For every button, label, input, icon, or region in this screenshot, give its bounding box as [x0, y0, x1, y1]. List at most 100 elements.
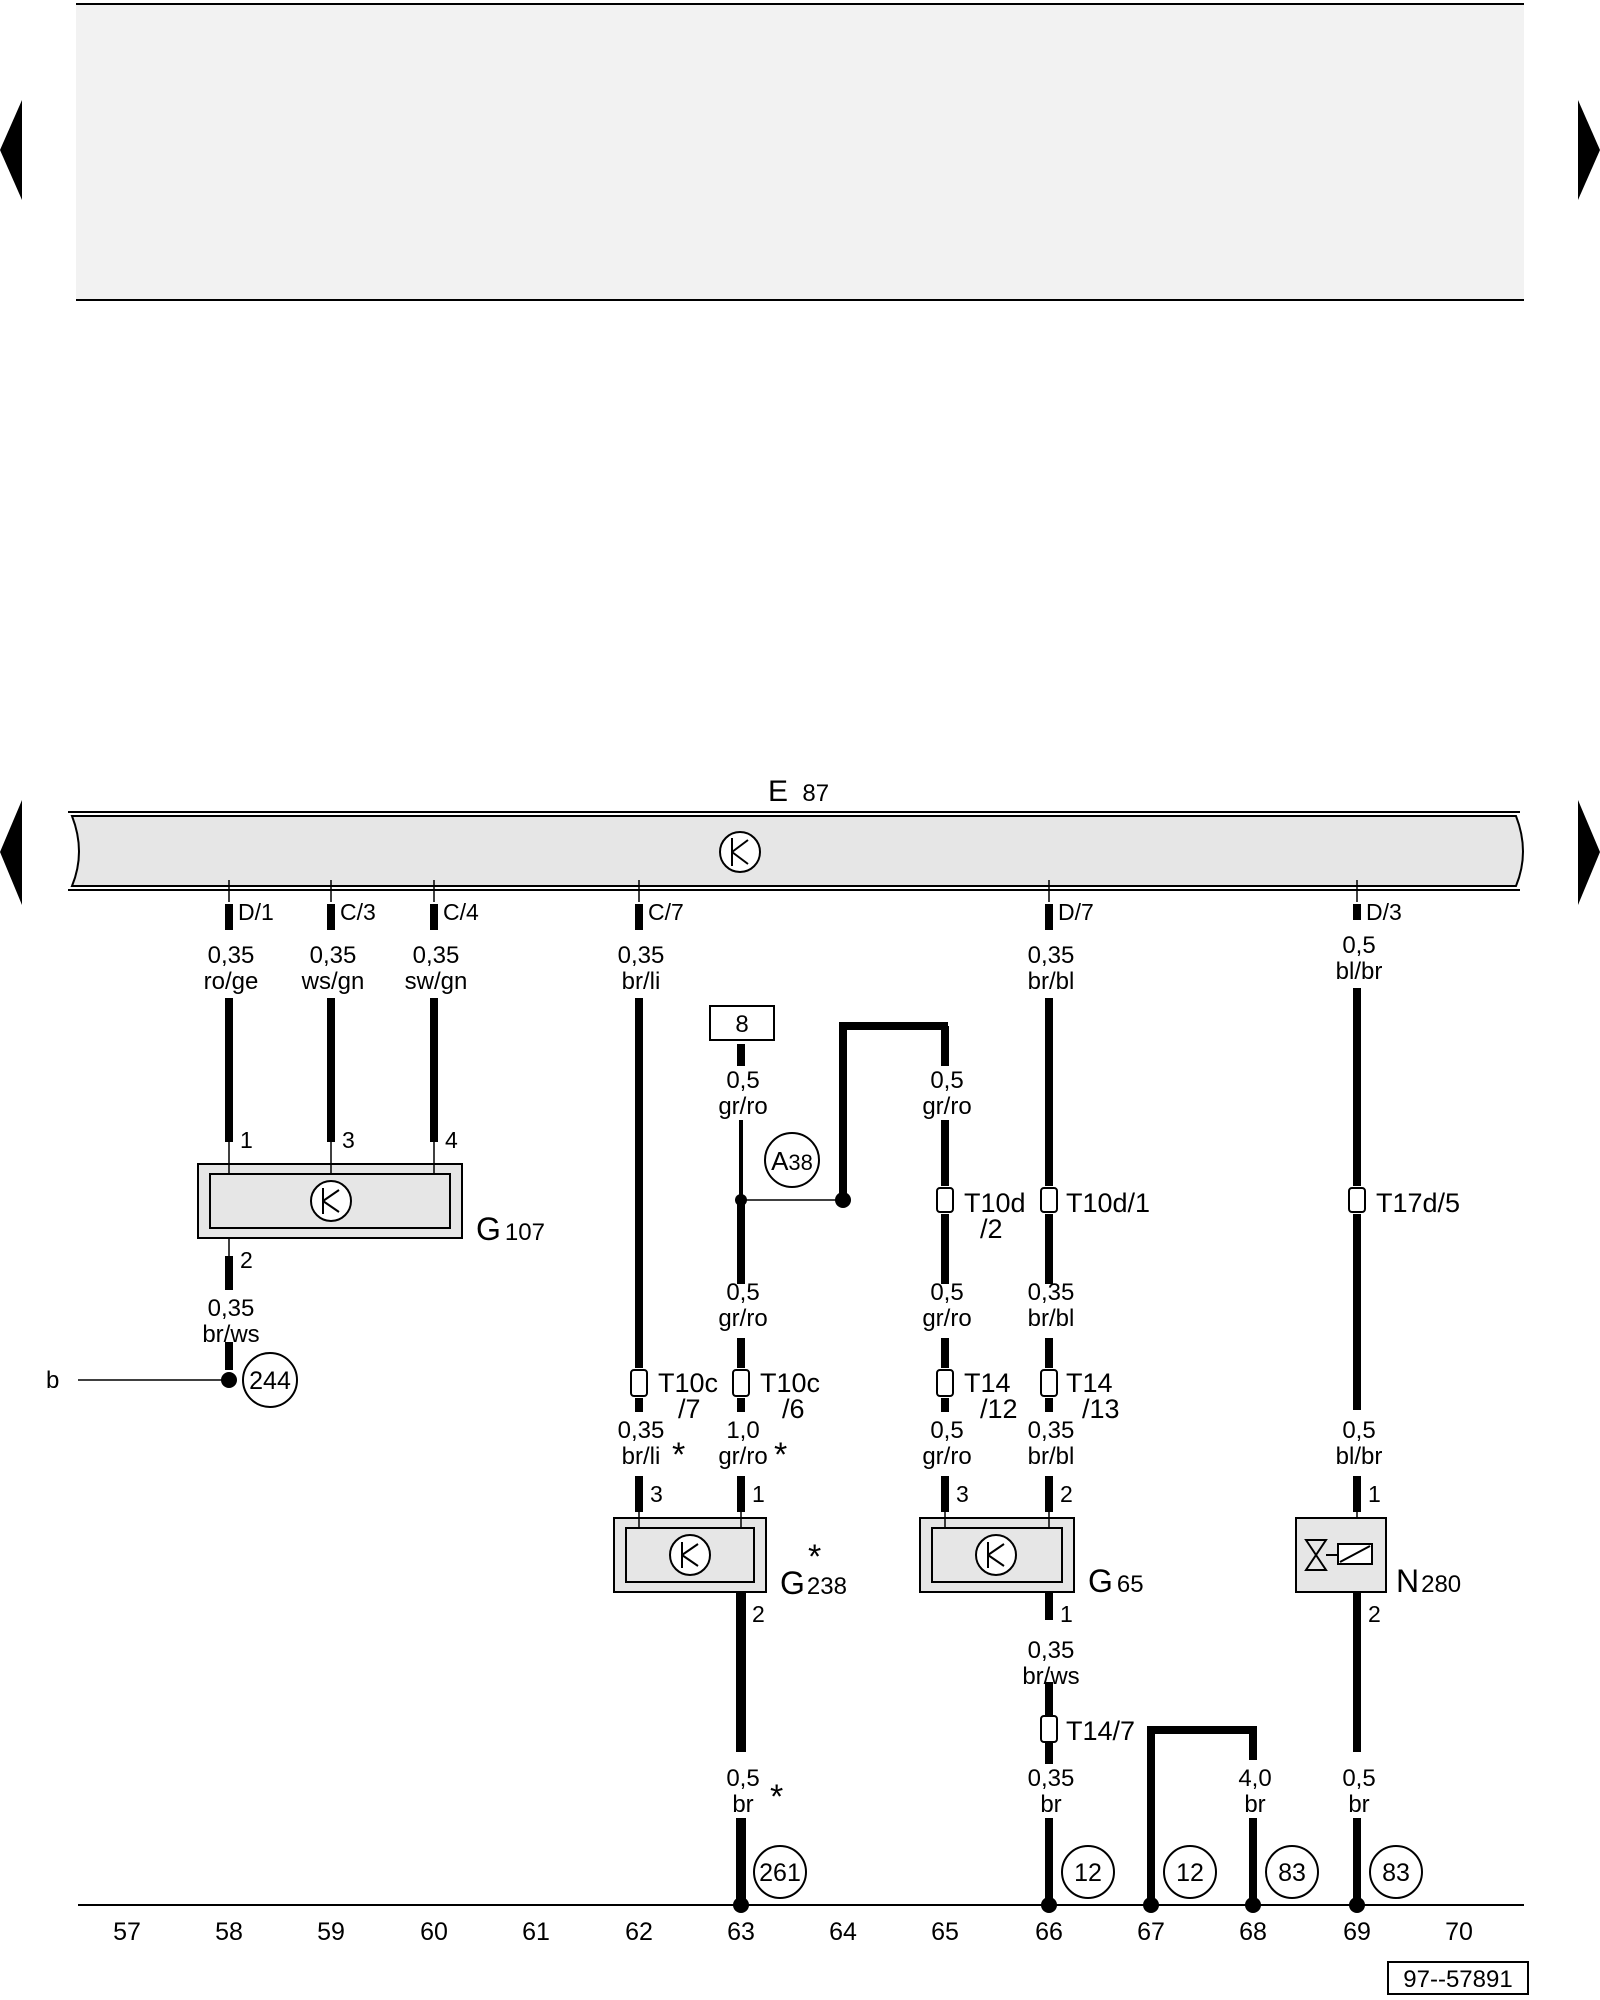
scale-label: 63: [727, 1918, 755, 1946]
star-mark: *: [672, 1436, 685, 1474]
pin-label: 1: [240, 1127, 253, 1153]
pin-label: 1: [1060, 1601, 1073, 1627]
splice-number: 38: [788, 1150, 812, 1175]
star-mark: *: [770, 1778, 783, 1816]
splice-a38: A38: [764, 1132, 820, 1188]
g65-label: G: [1088, 1563, 1113, 1599]
g238-transistor-icon: [669, 1534, 711, 1576]
scale-label: 58: [215, 1918, 243, 1946]
ground-ref-label: 12: [1074, 1859, 1102, 1887]
connector-label: T10c/7: [658, 1368, 718, 1424]
fuse-box-label: 8: [735, 1011, 748, 1038]
svg-text:G238: G238: [780, 1565, 847, 1601]
g238-star: *: [808, 1538, 821, 1576]
pin-c4: C/4: [443, 899, 479, 925]
svg-text:G65: G65: [1088, 1563, 1144, 1599]
bottom-scale: 57 58 59 60 61 62 63 64 65 66 67 68 69 7…: [113, 1918, 1473, 1946]
scale-label: 61: [522, 1918, 550, 1946]
pin-label: 2: [752, 1601, 765, 1627]
component-n280: N280: [1295, 1517, 1461, 1599]
scale-label: 65: [931, 1918, 959, 1946]
prev-page-arrow-bottom[interactable]: [0, 800, 22, 905]
scale-label: 69: [1343, 1918, 1371, 1946]
g107-label: G: [476, 1211, 501, 1247]
scale-label: 68: [1239, 1918, 1267, 1946]
pin-label: 3: [650, 1481, 663, 1507]
svg-text:A38: A38: [771, 1146, 813, 1176]
pin-d1: D/1: [238, 899, 274, 925]
star-mark: *: [774, 1436, 787, 1474]
wire-b-label: b: [46, 1367, 59, 1394]
pin-label: 4: [445, 1127, 458, 1153]
n280-label: N: [1396, 1563, 1419, 1599]
svg-text:E 87: E 87: [768, 775, 829, 808]
ground-references: 261 12 12 83 83: [753, 1845, 1423, 1899]
connector-label: T10c/6: [760, 1368, 820, 1424]
pin-label: 3: [956, 1481, 969, 1507]
e87-transistor-icon: [719, 831, 761, 873]
g238-label-sub: 238: [807, 1573, 847, 1600]
scale-label: 70: [1445, 1918, 1473, 1946]
wires: [225, 904, 1361, 1905]
splice-letter: A: [771, 1146, 789, 1176]
diagram-id-box: 97--57891: [1387, 1961, 1529, 1995]
next-page-arrow-top[interactable]: [1578, 100, 1600, 200]
valve-icon: [1304, 1539, 1328, 1571]
n280-label-sub: 280: [1421, 1571, 1461, 1598]
connector-label: T14/7: [1066, 1716, 1135, 1746]
prev-page-arrow-top[interactable]: [0, 100, 22, 200]
component-pins: [228, 1142, 1358, 1606]
header-box: [76, 3, 1524, 301]
scale-label: 67: [1137, 1918, 1165, 1946]
next-page-arrow-bottom[interactable]: [1578, 800, 1600, 905]
connector-label: T10d/2: [964, 1188, 1026, 1244]
connector-label: T14/13: [1066, 1368, 1120, 1424]
scale-label: 66: [1035, 1918, 1063, 1946]
pin-label: 2: [1060, 1481, 1073, 1507]
pin-label: 2: [1368, 1601, 1381, 1627]
ref-244: 244: [242, 1352, 298, 1408]
ground-ref-label: 12: [1176, 1859, 1204, 1887]
pin-d3: D/3: [1366, 899, 1402, 925]
pin-label: 2: [240, 1247, 253, 1273]
pin-c7: C/7: [648, 899, 684, 925]
connector-symbols: [630, 1187, 1366, 1743]
ground-ref-label: 83: [1278, 1859, 1306, 1887]
g107-transistor-icon: [310, 1180, 352, 1222]
ground-ref-label: 83: [1382, 1859, 1410, 1887]
e87-pins: [228, 880, 1358, 902]
connector-label: T17d/5: [1376, 1188, 1460, 1218]
connector-label: T14/12: [964, 1368, 1018, 1424]
scale-label: 57: [113, 1918, 141, 1946]
control-unit-e87: E 87: [68, 775, 1524, 891]
fuse-box-8: 8: [709, 1005, 775, 1041]
pin-c3: C/3: [340, 899, 376, 925]
e87-label: E: [768, 775, 788, 808]
g238-label: G: [780, 1565, 805, 1601]
pin-label: 3: [342, 1127, 355, 1153]
junction-dots: [221, 1192, 1365, 1913]
connector-label: T10d/1: [1066, 1188, 1150, 1218]
pin-label: 1: [1368, 1481, 1381, 1507]
g65-transistor-icon: [975, 1534, 1017, 1576]
